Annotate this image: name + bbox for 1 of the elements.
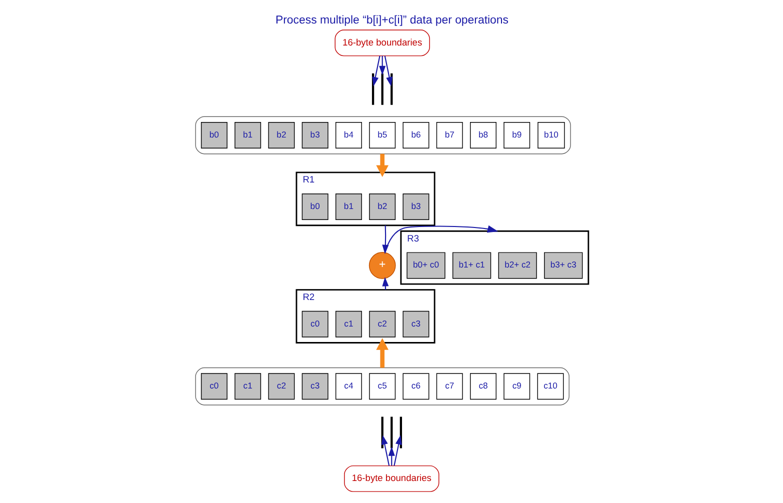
diagram-title: Process multiple “b[i]+c[i]” data per operations bbox=[275, 14, 508, 26]
